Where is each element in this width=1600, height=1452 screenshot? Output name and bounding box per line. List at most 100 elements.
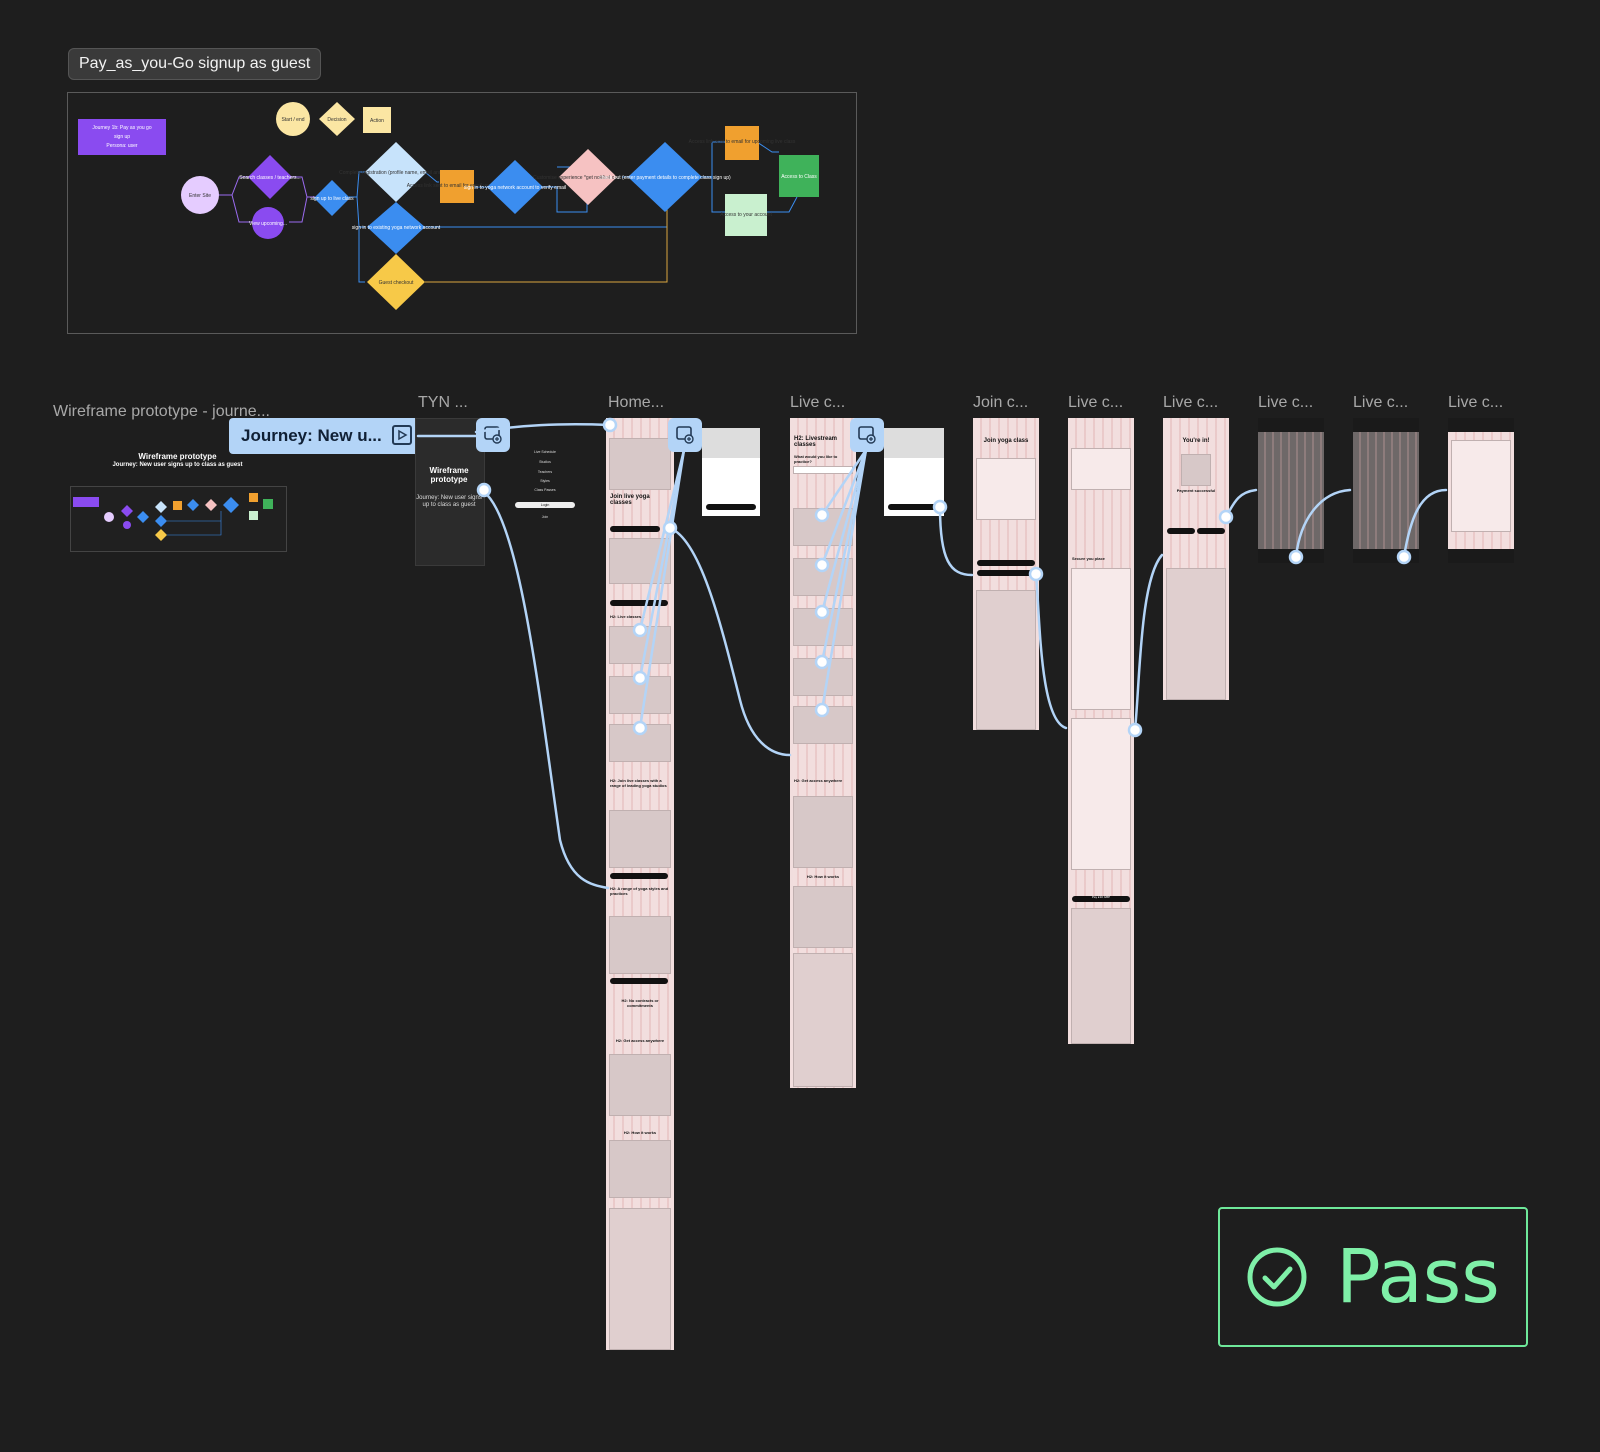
frame-label-live-6[interactable]: Live c...	[1448, 394, 1504, 411]
add-to-calendar-button[interactable]	[1197, 528, 1225, 534]
class-card[interactable]	[793, 706, 853, 744]
class-card[interactable]	[793, 658, 853, 696]
tyn-frame-subtitle: Journey: New user signs up to class as g…	[416, 495, 482, 508]
access-to-class-text: Access to Class	[781, 174, 817, 180]
class-search-input[interactable]	[793, 466, 853, 474]
styles-heading: H2: A range of yoga styles and practices	[610, 886, 669, 896]
menu-item-live-schedule[interactable]: Live Schedule	[534, 450, 556, 454]
menu-login-label: Login	[540, 503, 550, 507]
connector	[1133, 553, 1164, 732]
contact-details-form[interactable]	[1071, 568, 1131, 710]
connector	[482, 490, 610, 890]
frame-label-join[interactable]: Join c...	[973, 394, 1029, 411]
access-class-button[interactable]	[1167, 528, 1195, 534]
class-card[interactable]	[793, 508, 853, 546]
image-placeholder	[609, 538, 671, 584]
menu-item-teachers[interactable]: Teachers	[537, 470, 553, 474]
browse-classes-button[interactable]	[610, 526, 660, 532]
frame-label-live-4[interactable]: Live c...	[1258, 394, 1314, 411]
studios-grid[interactable]	[609, 810, 671, 868]
customise-experience-node	[559, 149, 617, 205]
class-card[interactable]	[609, 676, 671, 714]
flow-section-title[interactable]: Pay_as_you-Go signup as guest	[68, 48, 322, 80]
frame-label-home[interactable]: Home...	[608, 394, 665, 411]
menu-item-studios[interactable]: Studios	[539, 460, 551, 464]
payment-form[interactable]	[1071, 718, 1131, 870]
join-form[interactable]	[976, 458, 1036, 520]
menu-item-join[interactable]: Join	[541, 515, 549, 519]
thumb-node-search	[121, 505, 133, 517]
live-class-video-frame[interactable]	[1353, 418, 1419, 563]
frame-label-live-5[interactable]: Live c...	[1353, 394, 1409, 411]
add-comment-button[interactable]	[850, 418, 884, 452]
class-detail-modal[interactable]	[702, 428, 760, 516]
modal-image-placeholder	[884, 428, 944, 458]
class-detail-modal[interactable]	[884, 428, 944, 516]
footer	[1166, 568, 1226, 700]
live-class-video-frame[interactable]	[1258, 418, 1324, 563]
footer	[1071, 908, 1131, 1044]
success-image-placeholder	[1181, 454, 1211, 486]
checkout-frame[interactable]: Secure you place Pay £10 GBP	[1068, 418, 1134, 1044]
access-link-upcoming-node	[725, 126, 759, 160]
pay-button[interactable]	[1072, 896, 1130, 902]
video-top-bar	[1448, 418, 1514, 432]
thumb-node-class	[263, 499, 273, 509]
frame-label-live-2[interactable]: Live c...	[1068, 394, 1124, 411]
thumbnail-flow-preview[interactable]	[70, 486, 287, 552]
tyn-frame[interactable]	[415, 418, 485, 566]
view-all-styles-button[interactable]	[610, 978, 668, 984]
thumbnail-title: Wireframe prototype	[138, 452, 217, 461]
create-account-button[interactable]	[977, 560, 1035, 566]
live-classes-frame[interactable]: H2: Livestream classes What would you li…	[790, 418, 856, 1088]
frame-label-tyn[interactable]: TYN ...	[418, 394, 468, 411]
livestream-heading: H2: Livestream classes	[794, 436, 838, 448]
flow-section-frame[interactable]	[67, 92, 857, 334]
menu-item-class-passes[interactable]: Class Passes	[534, 488, 556, 492]
search-classes-text: Search classes / teachers...	[239, 175, 300, 181]
class-summary	[1071, 448, 1131, 490]
thumbnail-flow-diagram	[73, 493, 273, 541]
class-card[interactable]	[793, 558, 853, 596]
add-comment-button[interactable]	[476, 418, 510, 452]
continue-as-guest-button[interactable]	[977, 570, 1035, 576]
modal-join-button[interactable]	[706, 504, 756, 510]
success-frame[interactable]: You're in! Payment successful	[1163, 418, 1229, 700]
sign-up-class-node	[314, 180, 350, 216]
thumb-node-register	[155, 501, 167, 513]
home-frame[interactable]: Join live yoga classes H2: Live classes.…	[606, 418, 674, 1350]
video-top-bar	[1353, 418, 1419, 432]
play-prototype-icon[interactable]	[392, 425, 412, 445]
add-comment-button[interactable]	[668, 418, 702, 452]
layout-grid-overlay	[1258, 418, 1324, 563]
view-all-studios-button[interactable]	[610, 873, 668, 879]
journey-label-line3: Persona: user	[106, 143, 137, 149]
legend-start-text: Start / end	[281, 117, 304, 123]
prototype-section-label[interactable]: Wireframe prototype - journe...	[53, 403, 270, 420]
class-card[interactable]	[609, 626, 671, 664]
join-class-frame[interactable]: Join yoga class	[973, 418, 1039, 730]
thumb-node-signup	[137, 511, 149, 523]
menu-item-styles[interactable]: Styles	[540, 479, 550, 483]
studios-heading: H2: Join live classes with a range of le…	[610, 778, 667, 788]
journey-flow-start-button[interactable]: Journey: New u...	[229, 418, 417, 454]
video-control-bar[interactable]	[1353, 549, 1419, 563]
payment-successful-text: Payment successful	[1176, 488, 1216, 493]
chat-control-bar[interactable]	[1448, 549, 1514, 563]
customise-experience-text: Customise experience *get notified of si…	[533, 175, 643, 181]
live-classes-heading: H2: Live classes...	[610, 614, 645, 619]
checkout-heading: Secure you place	[1072, 556, 1105, 561]
guest-checkout-text: Guest checkout	[379, 280, 414, 286]
frame-label-live-3[interactable]: Live c...	[1163, 394, 1219, 411]
styles-grid[interactable]	[609, 916, 671, 974]
frame-label-live-1[interactable]: Live c...	[790, 394, 846, 411]
video-control-bar[interactable]	[1258, 549, 1324, 563]
class-card[interactable]	[793, 608, 853, 646]
live-class-chat-frame[interactable]	[1448, 418, 1514, 563]
tyn-frame-title: Wireframe prototype	[429, 466, 469, 484]
modal-join-button[interactable]	[888, 504, 940, 510]
join-class-button[interactable]	[610, 600, 668, 606]
class-card[interactable]	[609, 724, 671, 762]
how-it-works-steps	[609, 1140, 671, 1198]
access-image-placeholder	[793, 796, 853, 868]
